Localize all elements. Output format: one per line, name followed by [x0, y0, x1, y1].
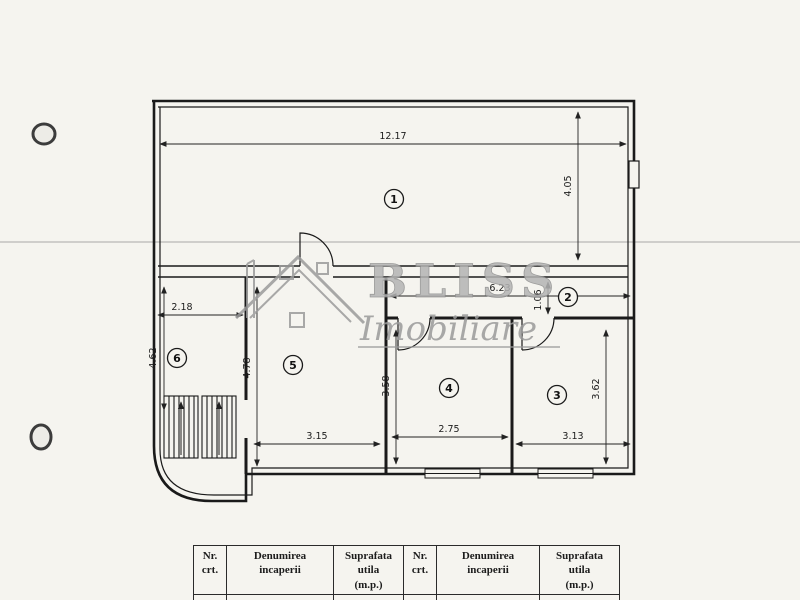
- header-text: Denumirea: [253, 550, 307, 562]
- outer-wall-path: [152, 99, 636, 503]
- dim-room4-width-label: 2.75: [438, 424, 459, 435]
- room-3-label: 3: [553, 389, 561, 402]
- dimension-labels: 12.17 4.05 6.23 1.06 2.18 4.62 4.78 3.15…: [148, 131, 602, 442]
- watermark-house-icon: [234, 254, 366, 328]
- room-badge-4: 4: [438, 377, 460, 399]
- window-symbols: [424, 468, 594, 479]
- door-room3-icon: [521, 317, 555, 351]
- header-text: Suprafata: [555, 550, 604, 562]
- room-6-label: 6: [173, 352, 181, 365]
- dim-top-label: 12.17: [379, 131, 406, 142]
- room-2-label: 2: [564, 291, 572, 304]
- dimension-lines: [157, 111, 631, 467]
- header-text: Nr.: [412, 550, 428, 562]
- watermark-subtitle: Imobiliare: [359, 309, 537, 349]
- header-suprafata-1: Suprafata utila (m.p.): [333, 545, 404, 595]
- room-5-label: 5: [289, 359, 297, 372]
- header-suprafata-2: Suprafata utila (m.p.): [539, 545, 620, 595]
- empty-cell: [403, 593, 437, 600]
- empty-cell: [436, 593, 540, 600]
- staircase: [163, 395, 237, 459]
- header-text: Denumirea: [461, 550, 515, 562]
- room-badge-5: 5: [282, 354, 304, 376]
- room-number-badges: 1 2 3 4 5 6: [166, 188, 579, 406]
- dim-room6-width-label: 2.18: [171, 302, 192, 313]
- header-denumirea-1: Denumirea incaperii: [226, 545, 334, 595]
- watermark-brand: BLISS: [368, 254, 561, 308]
- stair-treads-right: [206, 396, 233, 458]
- dim-room6-height-label: 4.62: [148, 347, 159, 368]
- header-text: (m.p.): [565, 578, 594, 591]
- header-text: (m.p.): [354, 578, 383, 591]
- dim-room3-width-label: 3.13: [562, 431, 583, 442]
- hole-punch-bottom-icon: [29, 423, 53, 451]
- header-nr-crt-1: Nr. crt.: [193, 545, 227, 595]
- empty-cell: [333, 593, 404, 600]
- dim-hall-width-label: 6.23: [489, 283, 510, 294]
- room-badge-2: 2: [557, 286, 579, 308]
- header-nr-crt-2: Nr. crt.: [403, 545, 437, 595]
- watermark: BLISS Imobiliare: [234, 254, 561, 349]
- room-1-label: 1: [390, 193, 398, 206]
- dim-room3-height-label: 3.62: [591, 378, 602, 399]
- empty-cell: [539, 593, 620, 600]
- stair-flight-left: [163, 395, 199, 459]
- inner-wall-line: [158, 106, 629, 496]
- header-text: crt.: [201, 564, 219, 577]
- table-empty-row: [193, 593, 620, 600]
- table-header-row: Nr. crt. Denumirea incaperii Suprafata u…: [193, 545, 620, 595]
- room1-bottom-wall: [158, 265, 628, 278]
- hole-punch-top-icon: [31, 122, 57, 146]
- dim-room1-right-label: 4.05: [563, 175, 574, 196]
- room-4-label: 4: [445, 382, 453, 395]
- room-badge-6: 6: [166, 347, 188, 369]
- room-schedule-table: Nr. crt. Denumirea incaperii Suprafata u…: [193, 545, 620, 600]
- right-wall-pillar: [628, 160, 640, 189]
- room-badge-3: 3: [546, 384, 568, 406]
- dim-room5-width-label: 3.15: [306, 431, 327, 442]
- dim-room4-height-label: 3.58: [381, 375, 392, 396]
- door-room1-icon: [299, 232, 334, 267]
- outer-walls: [152, 99, 640, 503]
- header-text: utila: [357, 564, 380, 577]
- room-badge-1: 1: [383, 188, 405, 210]
- stair-flight-right: [201, 395, 237, 459]
- header-text: Suprafata: [344, 550, 393, 562]
- dim-hall-height-label: 1.06: [533, 289, 544, 310]
- dim-room5-height-label: 4.78: [242, 357, 253, 378]
- header-denumirea-2: Denumirea incaperii: [436, 545, 540, 595]
- empty-cell: [226, 593, 334, 600]
- header-text: Nr.: [202, 550, 218, 562]
- hole-punches: [29, 122, 57, 451]
- stair-treads-left: [168, 396, 195, 458]
- header-text: incaperii: [467, 564, 509, 577]
- empty-cell: [193, 593, 227, 600]
- header-text: crt.: [411, 564, 429, 577]
- header-text: incaperii: [259, 564, 301, 577]
- header-text: utila: [568, 564, 591, 577]
